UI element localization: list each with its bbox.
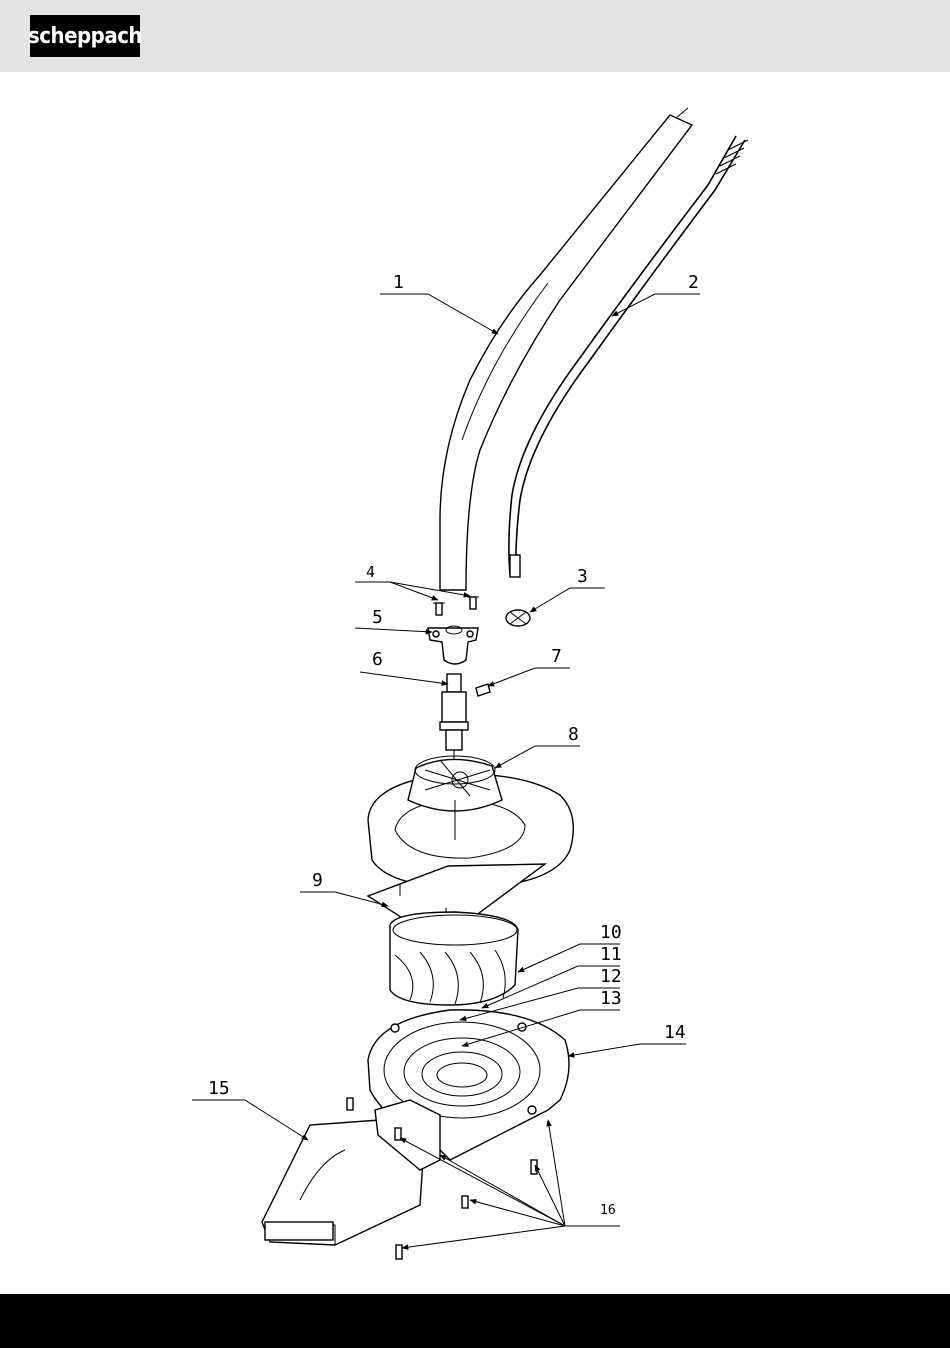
callout-7: 7 xyxy=(551,646,562,667)
callout-15: 15 xyxy=(208,1078,230,1099)
callout-5: 5 xyxy=(372,607,383,628)
footer-bar xyxy=(0,1294,950,1348)
callout-4: 4 xyxy=(366,563,375,581)
callout-9: 9 xyxy=(312,870,323,891)
callout-2: 2 xyxy=(688,272,699,293)
part-10-impeller xyxy=(390,912,518,1005)
part-3-clip xyxy=(506,610,530,626)
callout-14: 14 xyxy=(664,1022,686,1043)
callout-13: 13 xyxy=(600,988,622,1009)
callout-6: 6 xyxy=(372,649,383,670)
callout-1: 1 xyxy=(393,272,404,293)
callout-11: 11 xyxy=(600,944,622,965)
part-7-screw xyxy=(476,684,490,696)
callout-12: 12 xyxy=(600,966,622,987)
callout-10: 10 xyxy=(600,922,622,943)
scheppach-logo: scheppach xyxy=(30,15,140,57)
callout-16: 16 xyxy=(600,1203,616,1218)
part-15-nozzle xyxy=(262,1100,440,1245)
part-4-screws xyxy=(433,597,479,615)
exploded-parts-diagram: 1 2 3 4 5 6 7 8 9 10 11 12 13 14 15 16 xyxy=(0,72,950,1294)
callout-3: 3 xyxy=(577,566,588,587)
part-shaft-tube xyxy=(440,108,692,590)
part-5-housing-cap xyxy=(428,626,478,664)
callout-8: 8 xyxy=(568,724,579,745)
header-bar: scheppach xyxy=(0,0,950,72)
